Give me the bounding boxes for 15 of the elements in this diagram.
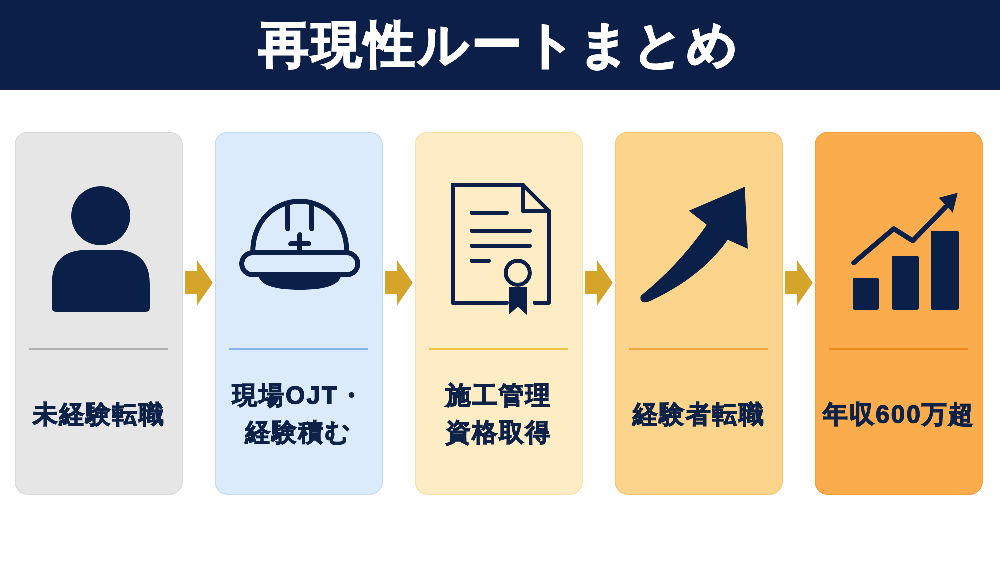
arrow: [183, 260, 215, 306]
arrow: [783, 260, 815, 306]
step-label: 年収600万超: [822, 400, 976, 430]
title: 再現性ルートまとめ: [259, 18, 741, 72]
step-card: [815, 132, 983, 495]
arrow: [383, 260, 415, 306]
step-card: [15, 132, 183, 495]
arrow: [583, 260, 615, 306]
step-label: 未経験転職: [32, 400, 166, 430]
step-label: 経験者転職: [632, 400, 766, 430]
step-card: [215, 132, 383, 495]
step-card: [415, 132, 583, 495]
step-label: 現場OJT・経験積む: [231, 381, 366, 449]
step-label: 施工管理資格取得: [444, 381, 553, 449]
step-card: [615, 132, 783, 495]
